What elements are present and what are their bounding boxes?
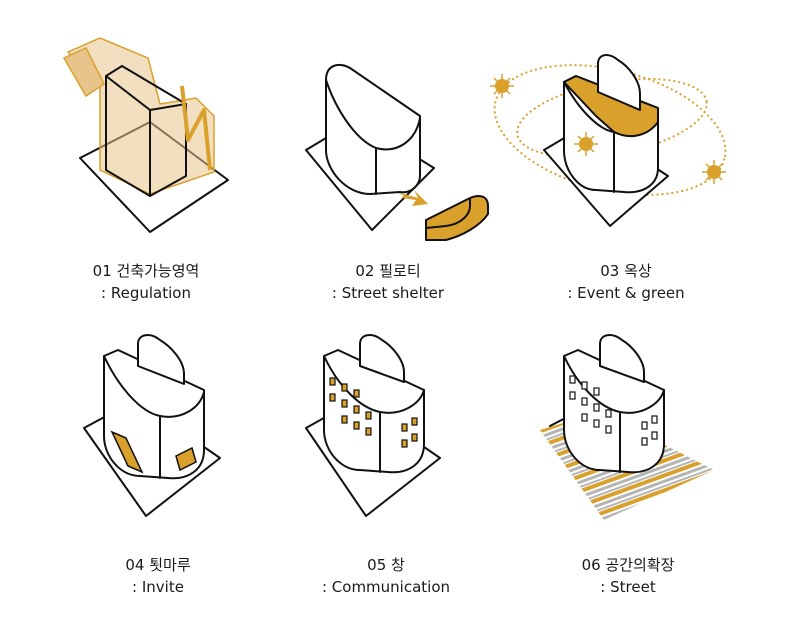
shelter-piece bbox=[425, 195, 489, 241]
diagram-communication bbox=[305, 334, 441, 517]
building-mass bbox=[105, 65, 187, 197]
roof-tower bbox=[597, 54, 641, 111]
building-curve bbox=[563, 81, 615, 193]
shelter-curve bbox=[425, 197, 471, 229]
building-curve bbox=[103, 355, 205, 479]
caption-regulation: 01 건축가능영역 : Regulation bbox=[36, 260, 256, 304]
caption-title: 02 필로티 bbox=[355, 262, 421, 280]
diagram-event-green bbox=[490, 54, 727, 227]
diagram-street bbox=[540, 334, 714, 520]
diagram-regulation bbox=[62, 37, 229, 233]
envelope-arrow bbox=[62, 47, 105, 98]
sun-icon bbox=[702, 160, 726, 184]
caption-title: 06 공간의확장 bbox=[581, 556, 675, 574]
caption-street: 06 공간의확장 : Street bbox=[518, 554, 738, 598]
caption-subtitle: : Event & green bbox=[567, 284, 685, 302]
caption-invite: 04 툇마루 : Invite bbox=[48, 554, 268, 598]
caption-subtitle: : Regulation bbox=[101, 284, 191, 302]
caption-event-green: 03 옥상 : Event & green bbox=[516, 260, 736, 304]
caption-title: 04 툇마루 bbox=[125, 556, 191, 574]
caption-street-shelter: 02 필로티 : Street shelter bbox=[278, 260, 498, 304]
building-edge bbox=[105, 75, 187, 197]
building-mass bbox=[325, 63, 421, 195]
caption-communication: 05 창 : Communication bbox=[276, 554, 496, 598]
caption-subtitle: : Street bbox=[600, 578, 656, 596]
diagram-invite bbox=[83, 334, 221, 517]
roof-tower bbox=[359, 334, 405, 383]
window-grid bbox=[329, 377, 418, 448]
roof-tower bbox=[137, 334, 185, 385]
toenmaru-deck bbox=[110, 430, 144, 474]
sun-icon bbox=[574, 132, 598, 156]
building-curve bbox=[325, 79, 421, 195]
window-grid bbox=[569, 375, 658, 446]
diagram-street-shelter bbox=[305, 63, 489, 241]
sun-icon bbox=[490, 74, 514, 98]
regulation-envelope bbox=[66, 37, 215, 195]
building-curve bbox=[323, 355, 425, 473]
roof-tower bbox=[599, 334, 645, 383]
move-arrow bbox=[402, 190, 428, 206]
caption-title: 05 창 bbox=[367, 556, 405, 574]
caption-subtitle: : Street shelter bbox=[331, 284, 445, 302]
setback-line bbox=[180, 85, 212, 171]
toenmaru-deck bbox=[175, 446, 197, 472]
caption-subtitle: : Invite bbox=[132, 578, 184, 596]
caption-title: 03 옥상 bbox=[600, 262, 652, 280]
caption-subtitle: : Communication bbox=[321, 578, 451, 596]
caption-title: 01 건축가능영역 bbox=[92, 262, 200, 280]
building-curve bbox=[563, 355, 665, 473]
